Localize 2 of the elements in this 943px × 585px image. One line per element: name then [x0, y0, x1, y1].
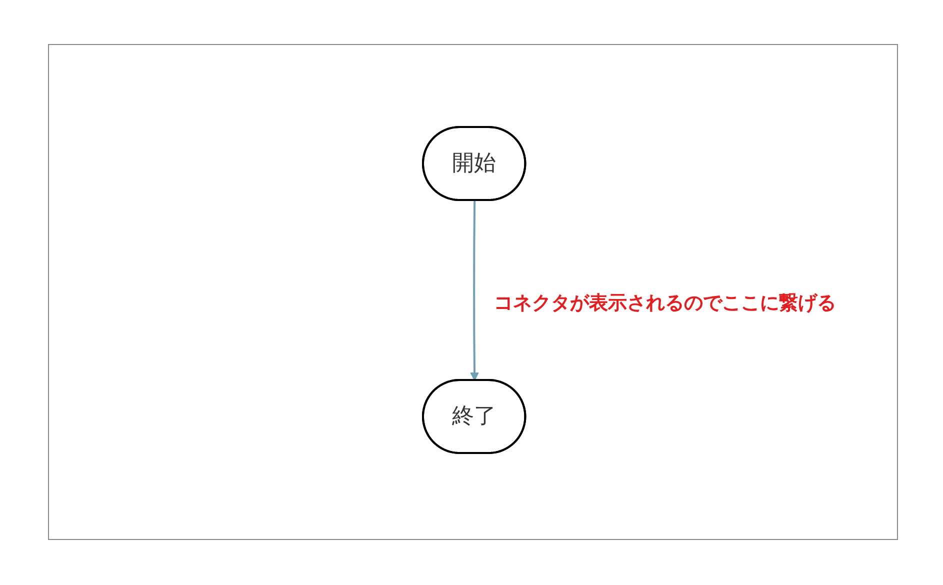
annotation-note: コネクタが表示されるのでここに繋げる: [494, 291, 836, 316]
arrow: [470, 200, 479, 381]
